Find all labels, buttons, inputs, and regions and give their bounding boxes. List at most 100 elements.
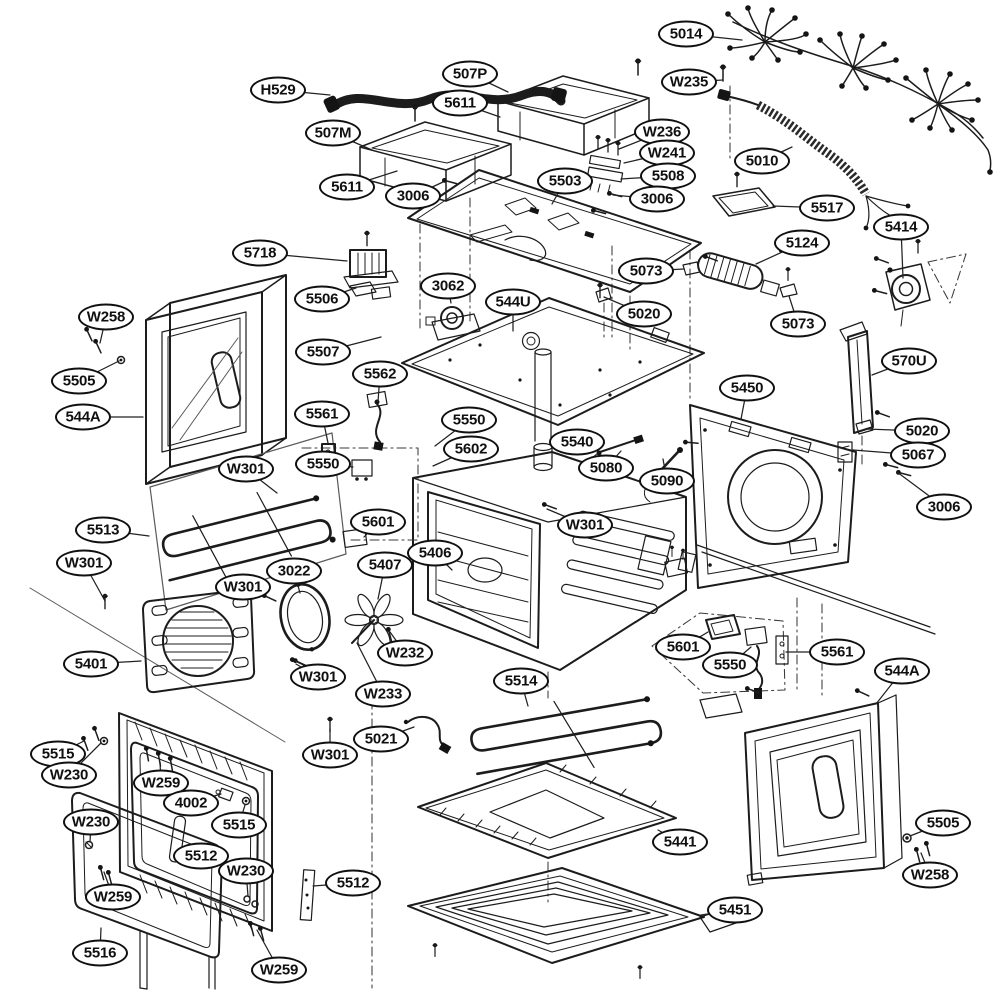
part-callout-w230-62: W230 — [41, 761, 97, 789]
part-callout-5073-23: 5073 — [770, 310, 826, 338]
part-callout-5090-35: 5090 — [639, 467, 695, 495]
door-assembly-drawing — [71, 653, 452, 990]
part-callout-5601-54: 5601 — [655, 633, 711, 661]
part-callout-3062-19: 3062 — [420, 272, 476, 300]
part-callout-5550-55: 5550 — [702, 651, 758, 679]
part-callout-544u-20: 544U — [485, 288, 541, 316]
part-callout-5516-71: 5516 — [72, 939, 128, 967]
part-callout-5601-45: 5601 — [350, 508, 406, 536]
element-5513-drawing — [149, 432, 347, 611]
motor-3062-drawing — [425, 284, 481, 341]
part-callout-w258-76: W258 — [902, 861, 958, 889]
door-544a-right-drawing — [744, 684, 937, 886]
part-callout-5602-32: 5602 — [443, 435, 499, 463]
part-callout-5406-46: 5406 — [407, 539, 463, 567]
part-callout-5718-15: 5718 — [232, 239, 288, 267]
part-callout-5067-40: 5067 — [890, 441, 946, 469]
part-callout-w230-66: W230 — [63, 808, 119, 836]
part-callout-5073-21: 5073 — [618, 257, 674, 285]
box-507p-drawing — [497, 57, 650, 156]
ring-3022-drawing — [260, 582, 331, 671]
latch-5124-drawing — [697, 243, 795, 297]
part-callout-w259-72: W259 — [251, 956, 307, 984]
clips-drawing — [101, 249, 798, 610]
door-544a-left-drawing — [80, 274, 287, 485]
part-callout-5414-17: 5414 — [873, 213, 929, 241]
part-callout-5611-11: 5611 — [319, 173, 375, 201]
part-callout-5505-75: 5505 — [915, 809, 971, 837]
panel-5450-drawing — [689, 404, 857, 589]
rack-5441-drawing — [417, 762, 677, 859]
part-callout-w258-25: W258 — [78, 303, 134, 331]
part-callout-5020-22: 5020 — [616, 300, 672, 328]
part-callout-w301-42: W301 — [557, 511, 613, 539]
part-callout-5515-65: 5515 — [211, 811, 267, 839]
part-callout-5441-73: 5441 — [652, 828, 708, 856]
leader-lines — [57, 33, 945, 971]
part-callout-507p-2: 507P — [442, 60, 498, 88]
part-callout-w301-60: W301 — [302, 741, 358, 769]
part-callout-3006-12: 3006 — [385, 182, 441, 210]
part-callout-w301-44: W301 — [56, 549, 112, 577]
part-callout-5562-29: 5562 — [352, 360, 408, 388]
harness-5014-drawing — [725, 5, 993, 175]
terminal-block-drawing — [586, 134, 624, 194]
part-callout-5503-13: 5503 — [537, 167, 593, 195]
box-507m-drawing — [359, 103, 512, 202]
part-callout-5540-33: 5540 — [549, 428, 605, 456]
part-callout-w235-4: W235 — [661, 68, 717, 96]
cover-5401-drawing — [142, 588, 256, 694]
part-callout-5407-49: 5407 — [357, 551, 413, 579]
part-callout-5021-59: 5021 — [353, 725, 409, 753]
transformer-5718-drawing — [343, 230, 399, 300]
part-callout-5450-36: 5450 — [719, 374, 775, 402]
part-callout-w232-50: W232 — [377, 639, 433, 667]
part-callout-w301-47: W301 — [215, 573, 271, 601]
element-5514-drawing — [470, 681, 761, 776]
vent-duct-5540-drawing — [533, 348, 553, 472]
switch-cluster-right-drawing — [651, 545, 789, 699]
part-callout-5517-10: 5517 — [799, 194, 855, 222]
part-callout-5561-56: 5561 — [809, 638, 865, 666]
part-callout-544a-27: 544A — [55, 403, 111, 431]
construction-lines — [29, 85, 936, 989]
part-callout-5014-0: 5014 — [658, 20, 714, 48]
part-callout-5611-3: 5611 — [432, 89, 488, 117]
motor-5414-drawing — [872, 238, 967, 327]
panel-5503-drawing — [407, 169, 702, 293]
part-callout-4002-64: 4002 — [163, 789, 219, 817]
part-callout-3006-14: 3006 — [629, 185, 685, 213]
part-callout-507m-5: 507M — [305, 119, 361, 147]
box-5517-drawing — [712, 171, 776, 217]
part-callout-5505-26: 5505 — [51, 367, 107, 395]
part-callout-5561-30: 5561 — [294, 400, 350, 428]
panel-544u-drawing — [401, 282, 705, 426]
panel-5451-drawing — [407, 867, 757, 980]
bracket-570u-drawing — [837, 283, 912, 483]
part-callout-5507-28: 5507 — [295, 338, 351, 366]
part-callout-5451-74: 5451 — [707, 896, 763, 924]
part-callout-5514-58: 5514 — [493, 667, 549, 695]
cavity-5406-drawing — [412, 451, 697, 671]
part-callout-w301-52: W301 — [290, 663, 346, 691]
part-callout-5080-34: 5080 — [578, 454, 634, 482]
part-callout-5401-51: 5401 — [63, 650, 119, 678]
part-callout-5010-9: 5010 — [734, 147, 790, 175]
part-callout-570u-24: 570U — [881, 347, 937, 375]
part-callout-w230-68: W230 — [218, 857, 274, 885]
part-callout-w259-70: W259 — [85, 883, 141, 911]
part-callout-w233-53: W233 — [355, 680, 411, 708]
part-callout-5512-69: 5512 — [325, 869, 381, 897]
part-callout-5020-39: 5020 — [894, 417, 950, 445]
part-callout-3006-41: 3006 — [916, 493, 972, 521]
part-callout-5513-43: 5513 — [75, 516, 131, 544]
part-callout-h529-1: H529 — [250, 76, 306, 104]
part-callout-5550-37: 5550 — [295, 450, 351, 478]
part-callout-5506-18: 5506 — [294, 285, 350, 313]
part-callout-5124-16: 5124 — [774, 229, 830, 257]
part-callout-544a-57: 544A — [874, 657, 930, 685]
part-callout-3022-48: 3022 — [266, 557, 322, 585]
part-callout-5550-31: 5550 — [441, 406, 497, 434]
